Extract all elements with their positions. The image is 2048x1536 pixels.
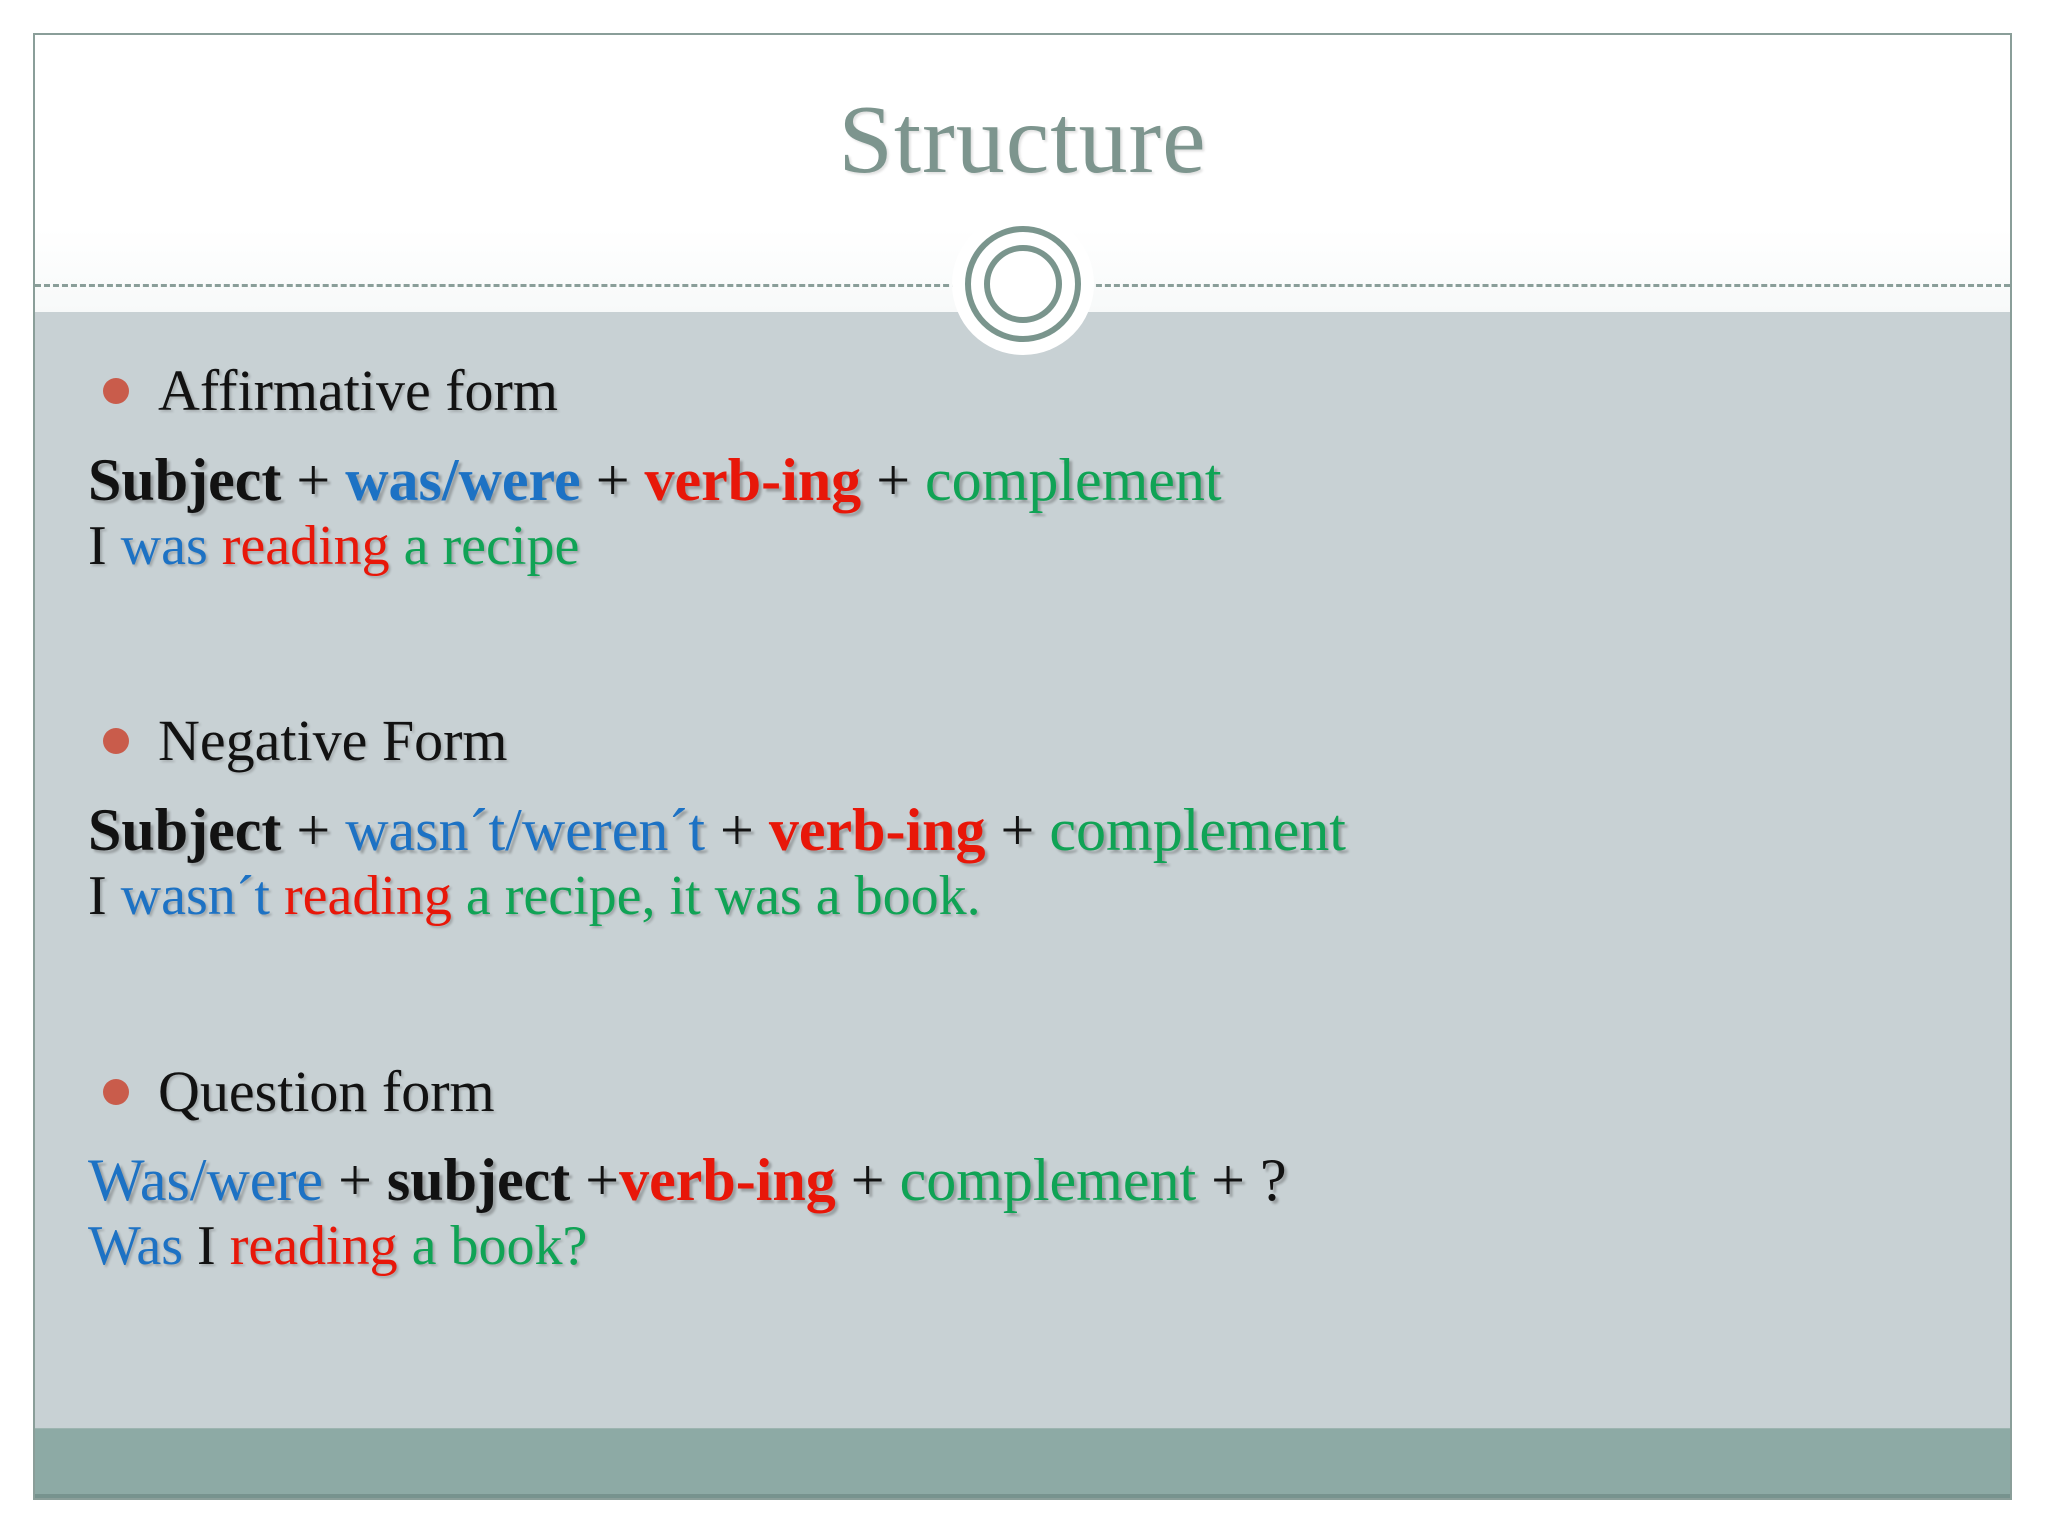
divider-circle-ornament [964,226,1081,342]
text-segment-black: + [835,1147,900,1214]
footer-strip [35,1428,2010,1498]
text-segment-blue: Was [88,1215,198,1278]
divider-circle-inner-ring [983,245,1062,323]
text-segment-black: + [861,446,926,513]
text-segment-green: complement [925,446,1222,513]
slide-title: Structure [838,86,1207,194]
text-segment-red: verb-ing [619,1147,836,1214]
text-segment-black: I [88,514,121,577]
text-segment-blue: Was/were [88,1147,324,1214]
text-segment-black: Subject [88,797,282,864]
text-segment-black: I [197,1215,230,1278]
text-segment-red: reading [221,514,404,577]
formula-line-affirmative: Subject + was/were + verb-ing + compleme… [88,446,1970,515]
text-segment-blue: was [120,514,222,577]
example-line-question: Was I reading a book? [88,1215,1970,1279]
text-segment-black: + [281,446,346,513]
text-segment-green: a book? [411,1215,588,1278]
text-segment-black: I [88,865,121,928]
text-segment-red: verb-ing [768,797,986,864]
text-segment-green: complement [899,1147,1197,1214]
text-segment-green: complement [1049,797,1346,864]
text-segment-red: reading [283,865,466,928]
text-segment-black: + [705,797,769,864]
text-segment-green: a recipe [403,514,580,577]
text-segment-black: Subject [88,446,282,513]
text-segment-black: + [281,797,346,864]
bullet-item-affirmative: Affirmative form [88,356,1970,426]
example-line-negative: I wasn´t reading a recipe, it was a book… [88,865,1970,929]
bullet-item-label: Question form [158,1058,495,1124]
text-segment-blue: wasn´t/weren´t [345,797,706,864]
text-segment-red: reading [229,1215,412,1278]
bullet-item-question: Question form [88,1057,1970,1127]
example-line-affirmative: I was reading a recipe [88,515,1970,579]
bullet-item-negative: Negative Form [88,706,1970,776]
text-segment-black: + ? [1196,1147,1287,1214]
bullet-icon [103,728,129,755]
text-segment-blue: wasn´t [120,865,284,928]
formula-line-question: Was/were + subject +verb-ing + complemen… [88,1146,1970,1215]
text-segment-black: + [985,797,1050,864]
formula-line-negative: Subject + wasn´t/weren´t + verb-ing + co… [88,796,1970,865]
text-segment-black: subject [386,1147,571,1214]
text-segment-green: a recipe, it was a book. [465,865,981,928]
bullet-icon [103,1078,129,1105]
text-segment-blue: was/were [345,446,581,513]
bullet-item-label: Affirmative form [158,358,558,423]
bullet-icon [103,377,129,404]
text-segment-black: + [580,446,645,513]
bullet-item-label: Negative Form [158,708,508,774]
text-segment-black: + [323,1147,387,1214]
text-segment-red: verb-ing [644,446,862,513]
text-segment-black: + [570,1147,620,1214]
